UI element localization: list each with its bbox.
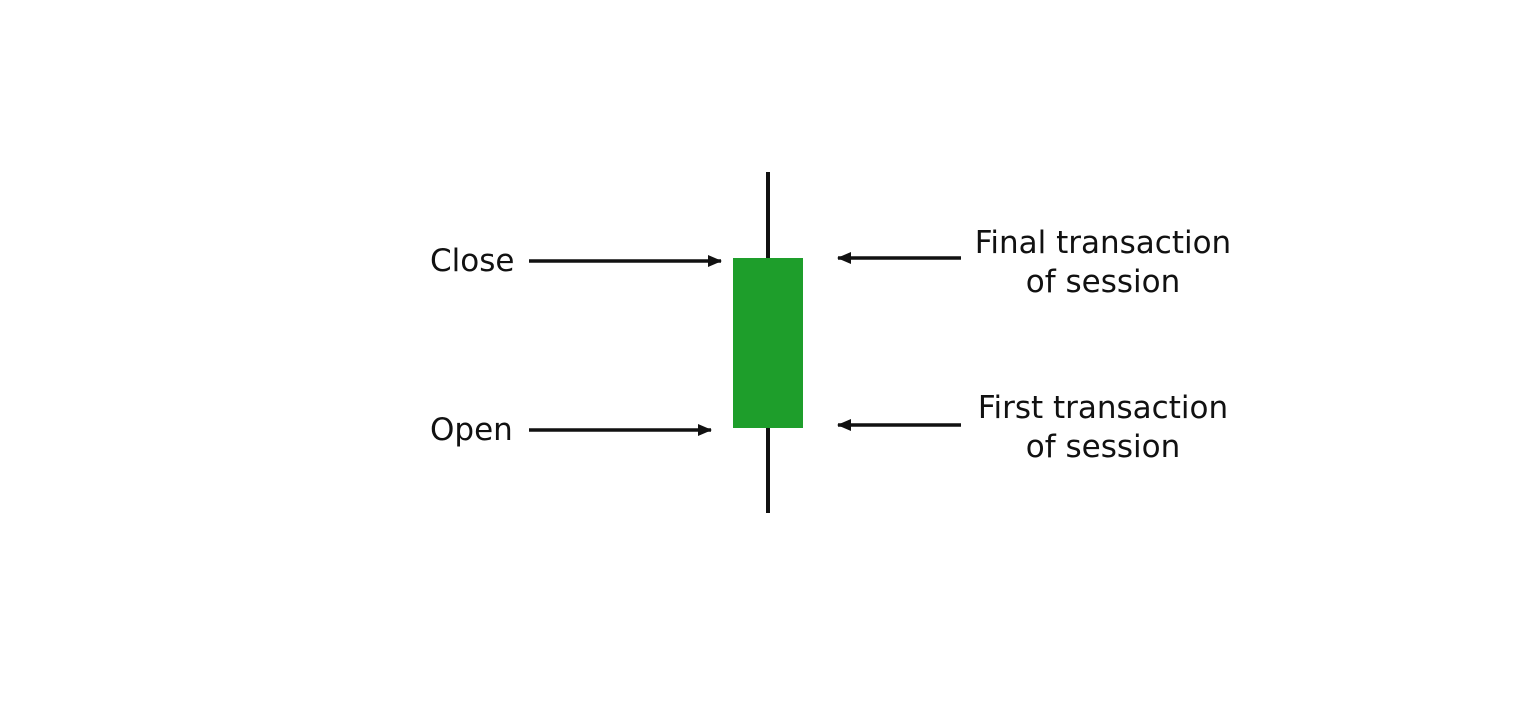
first-transaction-label-line1: First transaction	[977, 390, 1229, 426]
close-label: Close	[430, 243, 515, 279]
final-transaction-label-line2: of session	[1025, 264, 1181, 300]
final-transaction-label: Final transaction of session	[961, 224, 1245, 302]
first-transaction-label-line2: of session	[1025, 429, 1181, 465]
candle-body	[733, 258, 803, 428]
first-transaction-label: First transaction of session	[961, 389, 1245, 467]
open-label: Open	[430, 412, 513, 448]
final-transaction-label-line1: Final transaction	[974, 225, 1232, 261]
